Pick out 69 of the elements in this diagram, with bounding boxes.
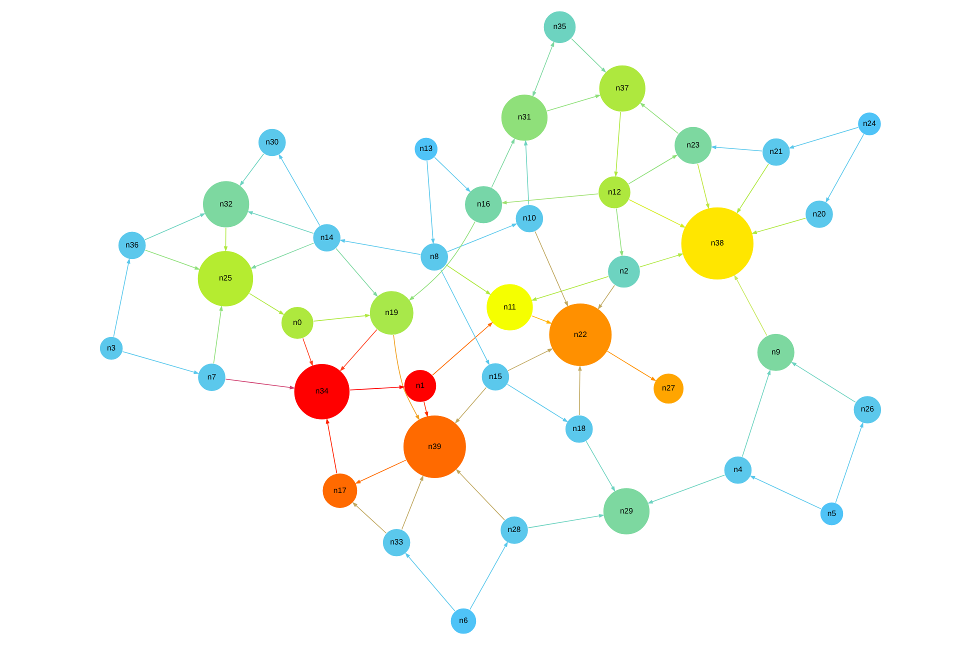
arrow <box>144 213 206 240</box>
arrow <box>423 402 428 418</box>
arrow <box>628 154 678 184</box>
arrow <box>212 305 222 364</box>
arrow <box>532 41 554 97</box>
arrow <box>392 334 420 420</box>
arrow <box>734 274 767 336</box>
arrow <box>338 239 420 255</box>
arrow <box>426 160 434 244</box>
arrow <box>506 384 568 422</box>
arrow <box>638 253 684 268</box>
arrow <box>312 314 370 322</box>
arrow <box>507 348 553 372</box>
arrow <box>616 208 623 257</box>
arrow <box>400 475 423 530</box>
arrow <box>834 422 863 504</box>
arrow <box>223 227 228 252</box>
arrow <box>434 156 470 192</box>
arrow <box>445 264 491 295</box>
arrow <box>404 552 455 612</box>
arrow <box>597 284 614 310</box>
arrow <box>335 248 378 297</box>
arrow <box>339 329 377 372</box>
arrow <box>122 351 199 374</box>
arrow <box>736 164 768 214</box>
arrow <box>570 38 606 73</box>
arrow <box>639 102 678 134</box>
arrow <box>523 140 529 205</box>
arrow <box>246 211 314 234</box>
arrow <box>790 362 856 403</box>
arrow <box>248 293 284 315</box>
arrow <box>469 541 508 610</box>
arrow <box>628 199 686 228</box>
arrow <box>239 153 264 186</box>
arrow <box>352 502 386 534</box>
arrow <box>454 387 486 424</box>
arrow <box>432 322 492 376</box>
arrow <box>530 315 552 324</box>
arrow <box>534 231 568 307</box>
arrow <box>696 163 709 210</box>
arrow <box>302 338 312 366</box>
arrow <box>788 126 858 149</box>
arrow <box>500 193 598 204</box>
arrow <box>750 218 806 234</box>
arrow <box>824 134 864 204</box>
arrow <box>527 514 604 528</box>
arrow <box>455 468 504 520</box>
arrow <box>710 145 762 152</box>
arrow <box>112 258 130 338</box>
arrow <box>749 476 821 510</box>
arrow <box>440 269 490 366</box>
arrow <box>408 221 475 301</box>
arrow <box>741 369 770 458</box>
arrow <box>354 460 406 484</box>
arrow <box>490 138 514 188</box>
arrow <box>250 242 314 269</box>
arrow <box>646 474 725 504</box>
arrow <box>546 94 600 112</box>
arrow <box>578 365 582 416</box>
arrow <box>606 350 656 382</box>
arrow <box>278 154 320 226</box>
arrow <box>349 385 404 390</box>
arrow <box>530 276 608 301</box>
arrow <box>325 418 337 474</box>
arrow <box>614 112 620 178</box>
arrow <box>446 224 517 252</box>
arrow <box>585 440 615 492</box>
arrow <box>144 250 200 270</box>
arrow <box>224 378 295 390</box>
